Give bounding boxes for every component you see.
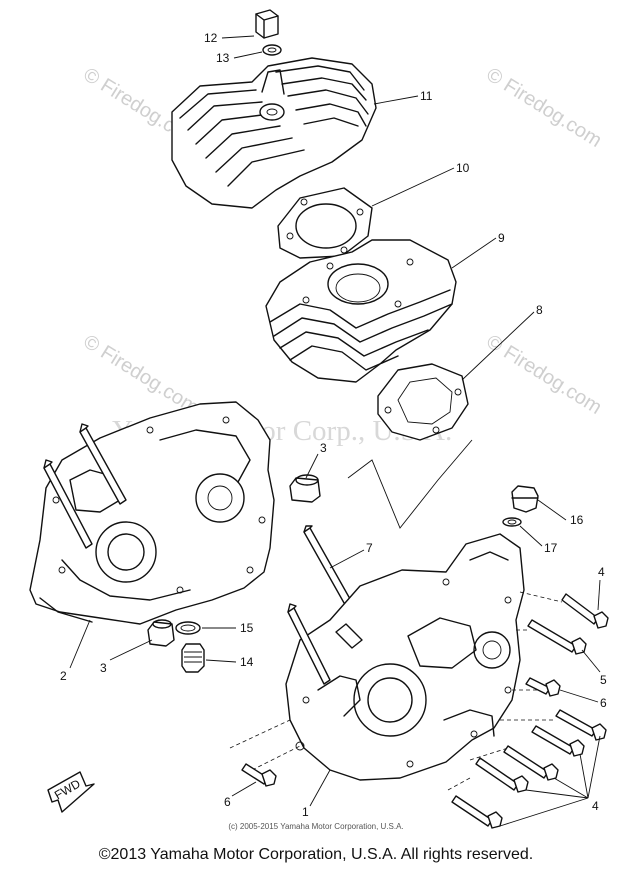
part-12-cap-nut bbox=[255, 9, 279, 39]
callout-9: 9 bbox=[498, 231, 505, 245]
callout-8: 8 bbox=[536, 303, 543, 317]
callout-6-right: 6 bbox=[600, 696, 607, 710]
watermark-firedog-2: © Firedog.com bbox=[482, 64, 605, 152]
part-16-fitting bbox=[511, 485, 539, 513]
part-1-right-crankcase bbox=[285, 533, 525, 781]
callout-13: 13 bbox=[216, 51, 230, 65]
part-4-bolt-e bbox=[451, 795, 503, 829]
left-case-studs bbox=[43, 423, 127, 549]
part-5-bolt bbox=[527, 619, 587, 655]
footer-copyright: ©2013 Yamaha Motor Corporation, U.S.A. A… bbox=[98, 846, 534, 863]
part-11-cylinder-head bbox=[171, 57, 377, 209]
callout-17: 17 bbox=[544, 541, 558, 555]
callout-labels: 12 13 11 10 9 8 3 7 16 17 4 15 14 5 6 2 … bbox=[60, 31, 607, 819]
callout-5: 5 bbox=[600, 673, 607, 687]
part-4-bolt-b bbox=[531, 725, 585, 757]
callout-10: 10 bbox=[456, 161, 470, 175]
callout-11: 11 bbox=[420, 89, 433, 103]
watermark-firedog-3: © Firedog.com bbox=[79, 331, 202, 419]
bolts bbox=[241, 593, 609, 829]
part-17-washer bbox=[502, 517, 522, 527]
part-4-bolt-d bbox=[475, 757, 529, 793]
callout-14: 14 bbox=[240, 655, 254, 669]
fwd-arrow-icon: FWD bbox=[47, 771, 95, 813]
callout-7: 7 bbox=[366, 541, 373, 555]
diagram-copyright-small: (c) 2005-2015 Yamaha Motor Corporation, … bbox=[228, 822, 404, 831]
right-case-studs bbox=[287, 603, 363, 685]
part-3-dowel-upper bbox=[289, 474, 321, 503]
leader-lines bbox=[69, 35, 601, 827]
part-10-head-gasket bbox=[277, 187, 373, 259]
part-4-bolt-a bbox=[555, 709, 607, 741]
callout-2: 2 bbox=[60, 669, 67, 683]
callout-4-bottom: 4 bbox=[592, 799, 599, 813]
part-15-o-ring bbox=[175, 621, 201, 635]
callout-15: 15 bbox=[240, 621, 254, 635]
part-13-washer bbox=[262, 44, 282, 56]
part-6-bolt-left bbox=[241, 763, 277, 787]
callout-4-top: 4 bbox=[598, 565, 605, 579]
callout-1: 1 bbox=[302, 805, 309, 819]
callout-6-left: 6 bbox=[224, 795, 231, 809]
part-2-left-crankcase bbox=[29, 401, 275, 625]
callout-12: 12 bbox=[204, 31, 218, 45]
part-6-bolt-right bbox=[525, 677, 561, 697]
assembly-reference-line bbox=[347, 439, 473, 529]
part-3-dowel-lower bbox=[147, 619, 175, 647]
part-4-bolt-top bbox=[561, 593, 609, 629]
callout-3-upper: 3 bbox=[320, 441, 327, 455]
callout-3-lower: 3 bbox=[100, 661, 107, 675]
part-8-base-gasket bbox=[377, 363, 469, 441]
part-7-stud bbox=[303, 525, 355, 611]
callout-16: 16 bbox=[570, 513, 584, 527]
part-14-drain-plug bbox=[181, 643, 205, 673]
part-9-cylinder bbox=[265, 239, 457, 383]
part-4-bolt-c bbox=[503, 745, 559, 781]
